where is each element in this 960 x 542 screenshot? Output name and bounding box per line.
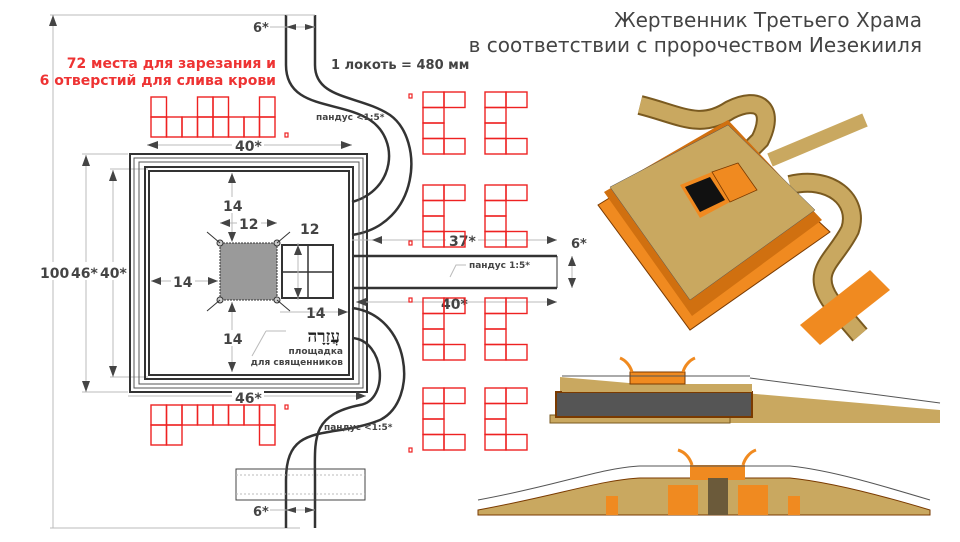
dim-box-size: 12 — [300, 222, 319, 238]
vertical-dimensions — [38, 14, 300, 529]
dim-grid-size: 12 — [239, 217, 258, 233]
altar-front-view — [477, 448, 931, 516]
ramp-south — [235, 306, 406, 528]
label-ramp-east: пандус 1:5* — [469, 261, 530, 271]
side-box — [281, 244, 334, 299]
dim-inner-height: 40* — [100, 266, 127, 282]
blood-drains — [284, 93, 413, 453]
label-azarah: עֲזָרָה — [308, 327, 341, 347]
dim-grid-top: 14 — [223, 199, 243, 215]
dim-bottom-width: 46* — [235, 391, 262, 407]
dim-east-offset: 40* — [441, 297, 468, 313]
altar-plan — [129, 153, 368, 393]
dim-outer-height: 46* — [71, 266, 98, 282]
dim-grid-left: 14 — [173, 275, 193, 291]
ramp-north — [284, 14, 413, 237]
label-ramp-north: пандус <1:5* — [316, 113, 385, 123]
title-line-1: Жертвенник Третьего Храма — [614, 8, 922, 32]
ramp-east — [352, 254, 558, 290]
scale-note: 1 локоть = 480 мм — [331, 58, 469, 73]
dim-grid-bottom: 14 — [223, 332, 243, 348]
places-note-line-2: 6 отверстий для слива крови — [40, 73, 276, 89]
label-platform-line-2: для священников — [251, 358, 344, 368]
dim-total-height: 100 — [40, 266, 69, 282]
hearth-grid — [206, 231, 291, 312]
dim-east-ramp-width: 6* — [571, 237, 587, 252]
dim-east-ramp-length: 37* — [449, 234, 476, 250]
label-ramp-south: пандус <1:5* — [324, 423, 393, 433]
altar-3d-render — [597, 94, 890, 345]
dim-grid-right: 14 — [306, 306, 326, 322]
places-note-line-1: 72 места для зарезания и — [67, 56, 276, 72]
dim-top-width: 40* — [235, 139, 262, 155]
altar-side-view — [549, 356, 941, 424]
dim-ramp-width-bottom: 6* — [253, 505, 269, 520]
slaughter-places — [150, 91, 528, 451]
label-platform-line-1: площадка — [289, 347, 343, 357]
title-line-2: в соответствии с пророчеством Иезекииля — [469, 33, 922, 57]
dim-ramp-width-top: 6* — [253, 21, 269, 36]
